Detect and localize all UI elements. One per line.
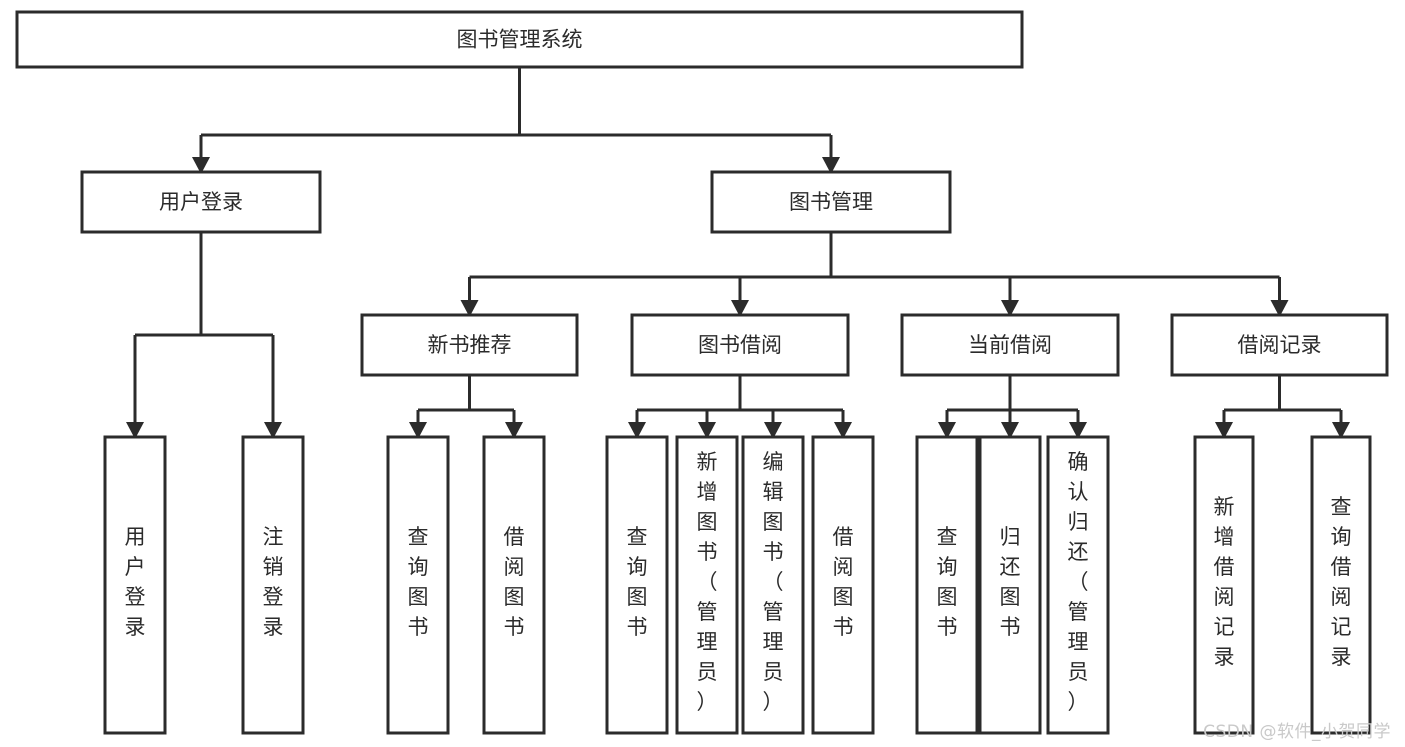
node-label: 用户登录 [125,525,146,639]
arrow-head-icon [460,300,479,317]
arrow-head-icon [126,422,144,439]
arrow-head-icon [1001,300,1019,317]
diagram-node[interactable]: 借阅图书 [811,435,875,735]
arrow-head-icon [192,157,210,174]
node-label: 编辑图书（管理员） [763,450,784,714]
node-label: 借阅记录 [1238,333,1322,357]
diagram-node[interactable]: 借阅记录 [1170,313,1389,377]
node-label: 新增图书（管理员） [697,450,718,714]
node-layer: 图书管理系统用户登录图书管理新书推荐图书借阅当前借阅借阅记录用户登录注销登录查询… [15,10,1389,735]
arrow-head-icon [1270,300,1289,317]
node-box [1310,435,1372,735]
diagram-node[interactable]: 当前借阅 [900,313,1120,377]
node-label: 查询图书 [408,525,429,639]
diagram-node[interactable]: 新增借阅记录 [1193,435,1255,735]
node-label: 新增借阅记录 [1214,495,1235,669]
node-box [630,313,850,377]
diagram-node[interactable]: 用户登录 [80,170,322,234]
diagram-node[interactable]: 查询借阅记录 [1310,435,1372,735]
node-box [1170,313,1389,377]
node-box [80,170,322,234]
node-label: 注销登录 [263,525,284,639]
node-box [482,435,546,735]
node-box [15,10,1024,69]
node-box [386,435,450,735]
arrow-head-icon [834,422,852,439]
node-label: 新书推荐 [428,333,512,357]
diagram-node[interactable]: 查询图书 [605,435,669,735]
node-label: 归还图书 [1000,525,1021,639]
arrow-head-icon [698,422,716,439]
node-label: 确认归还（管理员） [1068,450,1089,714]
node-box [915,435,979,735]
node-box [978,435,1042,735]
arrow-head-icon [1332,422,1350,439]
diagram-node[interactable]: 确认归还（管理员） [1046,435,1110,735]
diagram-node[interactable]: 新增图书（管理员） [675,435,739,735]
node-box [900,313,1120,377]
diagram-node[interactable]: 查询图书 [915,435,979,735]
node-box [1193,435,1255,735]
arrow-head-icon [938,422,956,439]
node-label: 用户登录 [159,190,243,214]
node-box [1046,435,1110,735]
diagram-node[interactable]: 归还图书 [978,435,1042,735]
node-label: 图书管理系统 [457,28,583,52]
diagram-node[interactable]: 用户登录 [103,435,167,735]
arrow-head-icon [1001,422,1019,439]
diagram-node[interactable]: 图书管理 [710,170,952,234]
node-box [360,313,579,377]
node-box [103,435,167,735]
node-label: 借阅图书 [833,525,854,639]
node-box [811,435,875,735]
node-label: 图书管理 [789,190,873,214]
diagram-node[interactable]: 图书管理系统 [15,10,1024,69]
node-label: 当前借阅 [968,333,1052,357]
arrow-head-icon [731,300,749,317]
arrow-head-icon [822,157,840,174]
arrow-head-icon [1069,422,1087,439]
arrow-head-icon [1215,422,1233,439]
diagram-node[interactable]: 注销登录 [241,435,305,735]
connector-layer [126,67,1350,439]
node-label: 借阅图书 [504,525,525,639]
node-label: 查询图书 [937,525,958,639]
arrow-head-icon [505,422,523,439]
node-label: 查询借阅记录 [1331,495,1352,669]
arrow-head-icon [264,422,282,439]
node-label: 图书借阅 [698,333,782,357]
diagram-node[interactable]: 编辑图书（管理员） [741,435,805,735]
diagram-node[interactable]: 借阅图书 [482,435,546,735]
node-label: 查询图书 [627,525,648,639]
diagram-node[interactable]: 新书推荐 [360,313,579,377]
arrow-head-icon [409,422,427,439]
arrow-head-icon [628,422,646,439]
node-box [241,435,305,735]
diagram-node[interactable]: 图书借阅 [630,313,850,377]
node-box [605,435,669,735]
node-box [710,170,952,234]
arrow-head-icon [764,422,782,439]
node-box [675,435,739,735]
node-box [741,435,805,735]
diagram-node[interactable]: 查询图书 [386,435,450,735]
